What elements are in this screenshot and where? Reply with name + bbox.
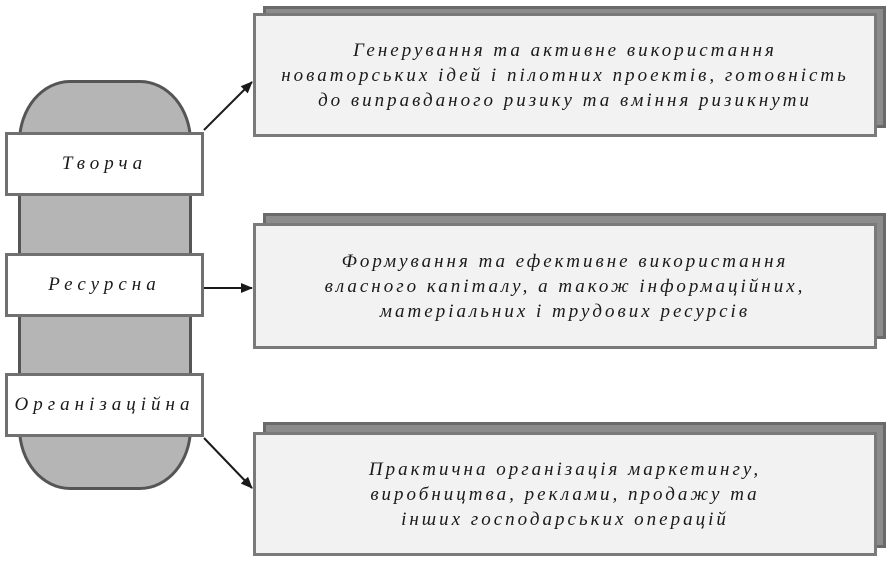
arrow-creative xyxy=(203,81,253,131)
description-line: матеріальних і трудових ресурсів xyxy=(379,300,751,322)
function-box-resource: Ресурсна xyxy=(5,253,204,317)
description-line: Формування та ефективне використання xyxy=(341,250,789,272)
function-label-resource: Ресурсна xyxy=(48,274,161,295)
description-line: інших господарських операцій xyxy=(401,508,729,530)
description-text-organizational: Практична організація маркетингу, виробн… xyxy=(369,457,761,532)
function-label-organizational: Організаційна xyxy=(14,394,195,415)
description-line: власного капіталу, а також інформаційних… xyxy=(324,275,806,297)
description-text-resource: Формування та ефективне використання вла… xyxy=(325,249,806,324)
description-text-creative: Генерування та активне використання нова… xyxy=(281,38,849,113)
description-box-organizational: Практична організація маркетингу, виробн… xyxy=(253,432,877,556)
function-label-creative: Творча xyxy=(61,153,148,174)
function-box-organizational: Організаційна xyxy=(5,373,204,437)
description-box-resource: Формування та ефективне використання вла… xyxy=(253,223,877,349)
arrow-organizational xyxy=(203,437,253,489)
description-line: до виправданого ризику та вміння ризикну… xyxy=(318,89,812,111)
description-line: Практична організація маркетингу, xyxy=(368,458,762,480)
description-line: новаторських ідей і пілотних проектів, г… xyxy=(281,64,849,86)
description-box-creative: Генерування та активне використання нова… xyxy=(253,13,877,137)
description-line: Генерування та активне використання xyxy=(353,39,777,61)
function-box-creative: Творча xyxy=(5,132,204,196)
description-line: виробництва, реклами, продажу та xyxy=(370,483,760,505)
